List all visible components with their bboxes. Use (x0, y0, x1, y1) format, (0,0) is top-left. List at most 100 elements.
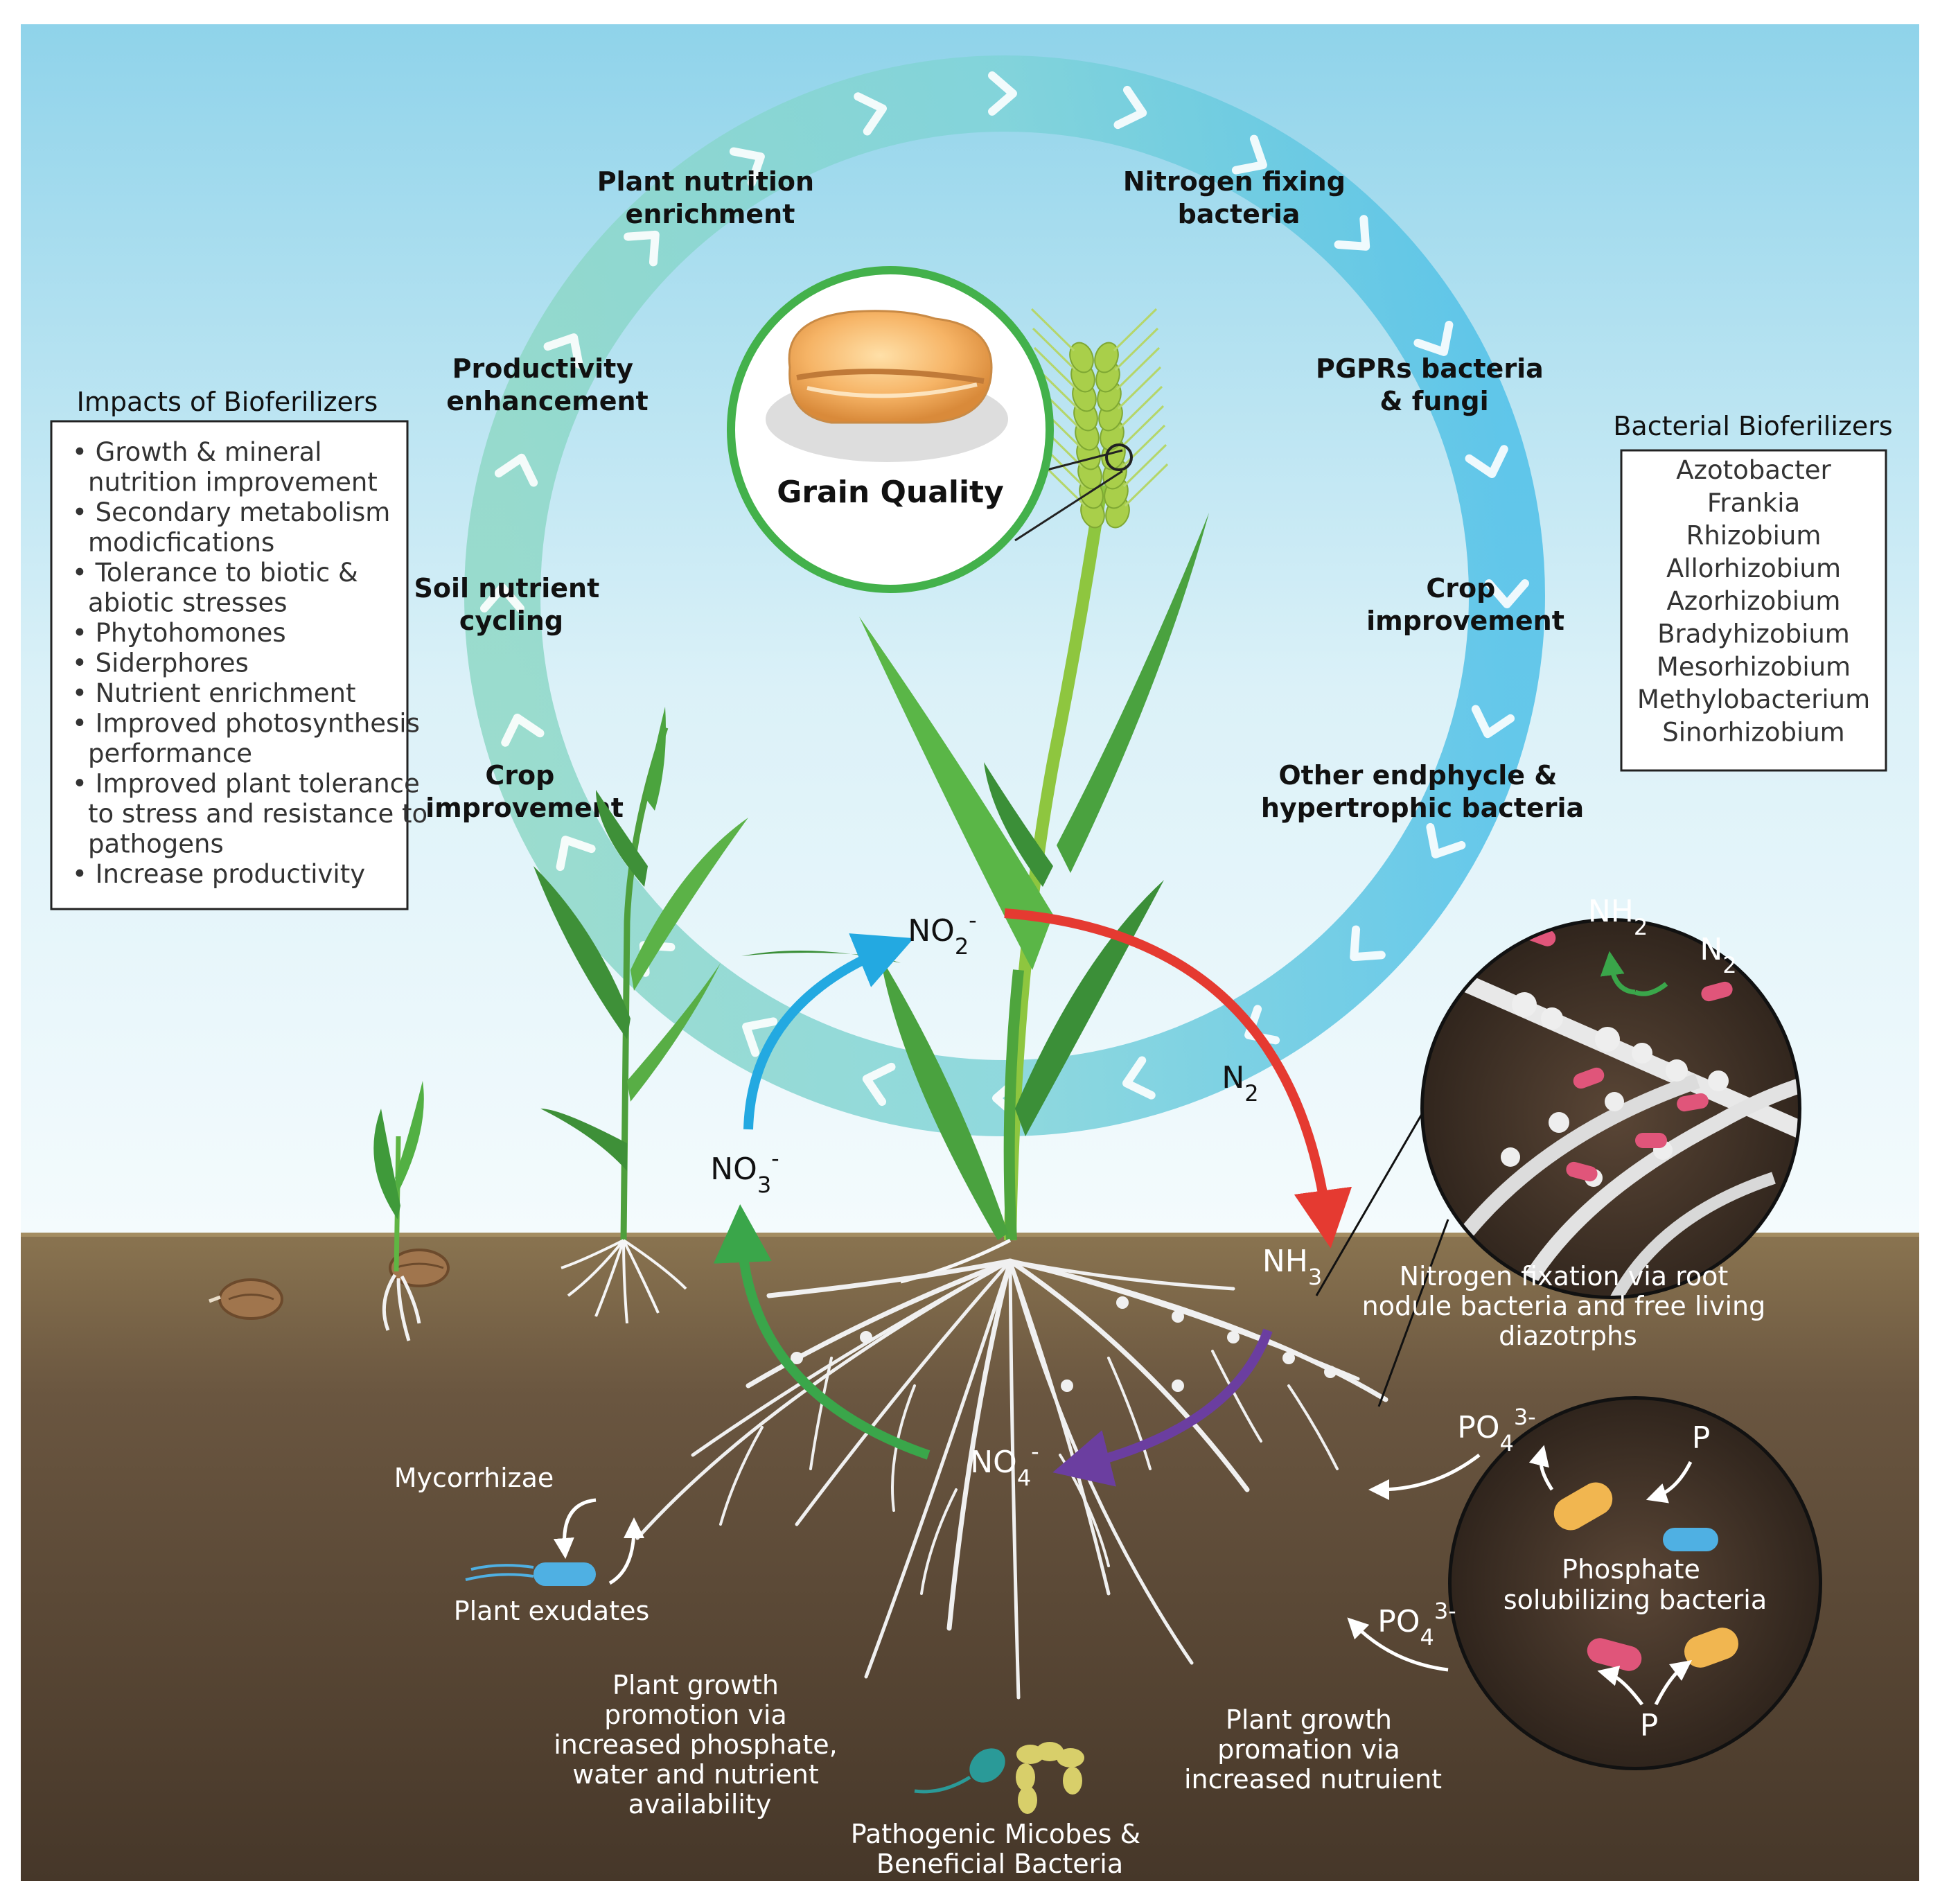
bacterial-item: Rhizobium (1686, 521, 1822, 551)
wheat-grain (1069, 342, 1094, 373)
label-nitrogen-fixing: Nitrogen fixing bacteria (1123, 166, 1355, 229)
arrow-nh3-no4 (1052, 1328, 1273, 1487)
cycle-chevron (1122, 1056, 1156, 1100)
cycle-chevron (556, 836, 596, 872)
cycle-chevron (501, 714, 545, 747)
wheat-awn (1113, 308, 1158, 352)
cycle-chevron (624, 230, 660, 267)
label-productivity: Productivity enhancement (446, 353, 648, 416)
cycle-chevron (1471, 705, 1515, 739)
cycle-chevron (494, 453, 538, 487)
root-branch (1287, 1384, 1339, 1470)
seed-1 (209, 1278, 283, 1320)
impacts-line: • Improved plant tolerance (72, 769, 420, 799)
chem-p-bottom: P (1640, 1708, 1659, 1743)
impacts-line: modicfications (88, 528, 274, 558)
grain-quality-label: Grain Quality (777, 475, 1004, 510)
wheat-awn (1124, 463, 1169, 507)
growth-right-label: Plant growth promation via increased nut… (1184, 1704, 1442, 1795)
cycle-chevron (480, 583, 524, 612)
wheat-awn (1121, 424, 1166, 468)
nitrogen-fixation-inset: NH2 N2 (1315, 894, 1801, 1407)
grain-quality-circle: Grain Quality (727, 266, 1133, 593)
chem-n2: N2 (1222, 1060, 1258, 1107)
chem-no4: NO4- (970, 1438, 1039, 1491)
impacts-line: • Phytohomones (72, 618, 286, 648)
mycorrhizae-group (465, 1498, 644, 1586)
cycle-chevron (1465, 445, 1508, 478)
impacts-line: abiotic stresses (88, 588, 288, 618)
bacterial-item: Allorhizobium (1666, 554, 1841, 583)
phosphate-label: Phosphate solubilizing bacteria (1504, 1554, 1767, 1615)
bacterial-item: Azotobacter (1676, 455, 1831, 485)
root (864, 1259, 1012, 1679)
root (795, 1259, 1012, 1526)
seedling-1 (373, 1081, 450, 1341)
pathogenic-label: Pathogenic Micobes & Beneficial Bacteria (851, 1819, 1149, 1879)
root-nodule (1282, 1352, 1295, 1364)
wheat-grain-icon (766, 310, 1008, 462)
root (1007, 1258, 1250, 1492)
label-other-bacteria: Other endphycle & hypertrophic bacteria (1261, 760, 1584, 823)
cycle-chevron (742, 1017, 778, 1057)
root-nodule (1116, 1296, 1129, 1309)
impacts-line: • Growth & mineral (72, 437, 322, 467)
chem-no2: NO2- (908, 907, 976, 960)
impacts-line: • Increase productivity (72, 859, 365, 889)
bacterial-item: Azorhizobium (1667, 586, 1841, 616)
root-branch (1211, 1350, 1262, 1443)
cycle-chevron (862, 1062, 896, 1107)
root-branch (920, 1488, 958, 1595)
wheat-grain (1094, 342, 1119, 373)
label-pgprs: PGPRs bacteria & fungi (1316, 353, 1553, 416)
wheat-awn (1033, 346, 1078, 391)
root-nodule (1172, 1310, 1184, 1323)
impacts-line: pathogens (88, 829, 224, 859)
label-crop-left: Crop improvement (425, 760, 624, 823)
bacterial-item: Frankia (1707, 488, 1800, 518)
root-branch (891, 1384, 916, 1512)
root (635, 1259, 1012, 1540)
root (766, 1258, 1013, 1298)
wheat-awn (1032, 327, 1077, 371)
root-nodule (1172, 1379, 1184, 1392)
bacterial-title: Bacterial Bioferilizers (1613, 411, 1892, 441)
impacts-line: • Nutrient enrichment (72, 678, 355, 708)
cycle-chevron (854, 92, 887, 136)
root-nodule (791, 1352, 803, 1364)
label-crop-right: Crop improvement (1366, 573, 1564, 636)
cycle-chevron (1413, 320, 1454, 356)
impacts-line: • Improved photosynthesis (72, 709, 420, 739)
bacterial-item: Bradyhizobium (1657, 619, 1850, 649)
chem-n2-inset: N2 (1700, 932, 1736, 978)
bacterial-item: Mesorhizobium (1657, 652, 1851, 682)
cycle-chevron (1426, 822, 1466, 858)
bacterial-item: Sinorhizobium (1662, 717, 1844, 747)
label-plant-nutrition: Plant nutrition enrichment (597, 166, 824, 229)
chem-no3: NO3- (710, 1145, 779, 1198)
cycle-chevron (1485, 579, 1529, 608)
mycorrhizae-label: Mycorrhizae (394, 1463, 554, 1493)
young-plant (534, 707, 748, 1324)
chem-nh2: NH2 (1588, 894, 1648, 940)
wheat-awn (1030, 308, 1075, 352)
cycle-chevron (1231, 134, 1267, 175)
impacts-line: • Secondary metabolism (72, 497, 390, 527)
root (1007, 1258, 1388, 1402)
arrow-po4-lower (1347, 1617, 1449, 1672)
chem-po4-upper: PO43- (1457, 1404, 1535, 1456)
root (746, 1258, 1013, 1389)
impacts-line: • Siderphores (72, 649, 249, 678)
cycle-chevron (1244, 1005, 1280, 1045)
phosphate-inset: Phosphate solubilizing bacteria P P (1448, 1396, 1822, 1770)
wheat-awn (1120, 405, 1165, 449)
chem-p-top: P (1692, 1420, 1711, 1456)
arrow-no4-no3 (713, 1204, 931, 1460)
wheat-awn (1118, 385, 1163, 430)
root-nodule (1061, 1379, 1073, 1392)
bacterial-box: Bacterial Bioferilizers AzotobacterFrank… (1613, 411, 1893, 772)
wheat-awn (1122, 443, 1167, 488)
arrow-no3-no2 (743, 933, 914, 1130)
cycle-chevron (1350, 925, 1386, 962)
